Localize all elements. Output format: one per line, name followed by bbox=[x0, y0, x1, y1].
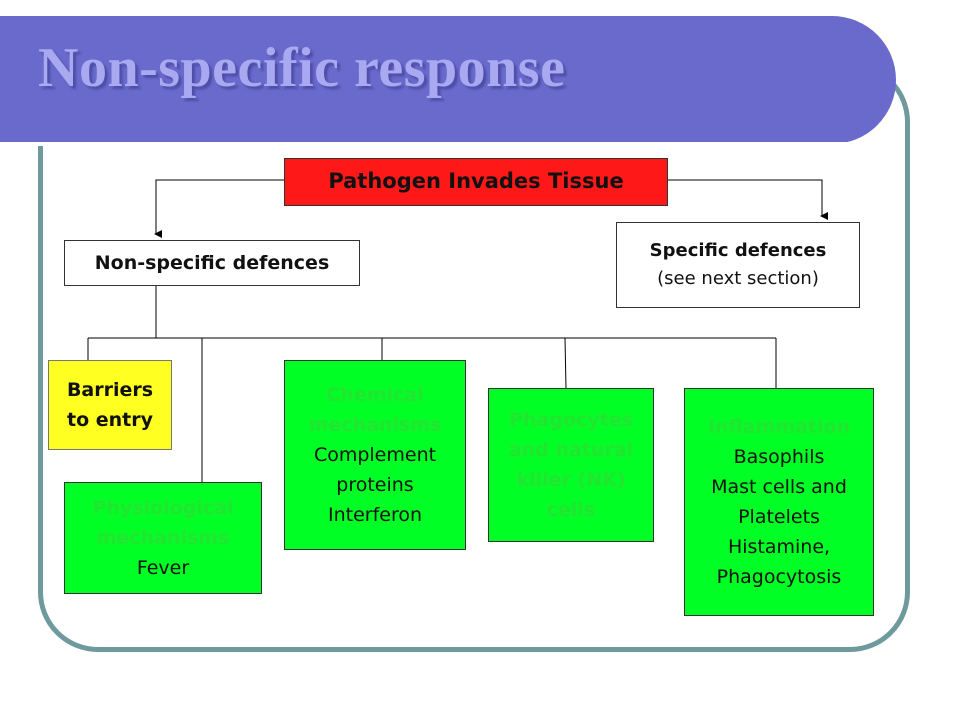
physiological-heading: mechanisms bbox=[96, 526, 230, 549]
specific-defences-box: Specific defences (see next section) bbox=[616, 222, 860, 308]
specific-title: Specific defences bbox=[649, 239, 827, 261]
chemical-heading: mechanisms bbox=[308, 413, 442, 436]
pathogen-label: Pathogen Invades Tissue bbox=[328, 169, 624, 194]
title-bar bbox=[0, 16, 896, 146]
chemical-item: Interferon bbox=[327, 504, 423, 527]
inflammation-item: Platelets bbox=[738, 506, 820, 528]
specific-note: (see next section) bbox=[657, 268, 819, 289]
barriers-line: to entry bbox=[66, 409, 153, 431]
chemical-item: Complement bbox=[313, 443, 437, 466]
arrow-to-specific bbox=[668, 179, 828, 220]
phagocytes-nk-cells-box: Phagocytes and natural killer (NK) cells bbox=[488, 388, 654, 542]
pathogen-invades-tissue-box: Pathogen Invades Tissue bbox=[284, 158, 668, 206]
inflammation-heading: Inflammation bbox=[707, 415, 851, 438]
chemical-mechanisms-box: Chemical mechanisms Complement proteins … bbox=[284, 360, 466, 550]
inflammation-item: Mast cells and bbox=[711, 475, 847, 498]
physiological-heading: Physiological bbox=[92, 496, 234, 519]
barriers-line: Barriers bbox=[66, 378, 154, 401]
chemical-item: proteins bbox=[336, 474, 414, 496]
phagocytes-heading: and natural bbox=[508, 438, 634, 461]
drop-phagocytes bbox=[564, 337, 567, 389]
physiological-item: Fever bbox=[136, 557, 190, 579]
inflammation-item: Histamine, bbox=[727, 536, 831, 559]
slide-title: Non-specific response bbox=[38, 37, 566, 99]
inflammation-box: Inflammation Basophils Mast cells and Pl… bbox=[684, 388, 874, 616]
non-specific-label: Non-specific defences bbox=[94, 251, 330, 274]
phagocytes-heading: cells bbox=[546, 499, 596, 522]
non-specific-defences-box: Non-specific defences bbox=[64, 240, 360, 286]
phagocytes-heading: Phagocytes bbox=[509, 408, 633, 431]
chemical-heading: Chemical bbox=[326, 383, 424, 406]
inflammation-item: Phagocytosis bbox=[716, 566, 842, 589]
physiological-mechanisms-box: Physiological mechanisms Fever bbox=[64, 482, 262, 594]
phagocytes-heading: killer (NK) bbox=[516, 469, 626, 491]
inflammation-item: Basophils bbox=[733, 445, 825, 468]
barriers-box: Barriers to entry bbox=[48, 360, 172, 450]
arrow-to-non-specific bbox=[154, 179, 284, 238]
title-underline bbox=[0, 142, 848, 146]
